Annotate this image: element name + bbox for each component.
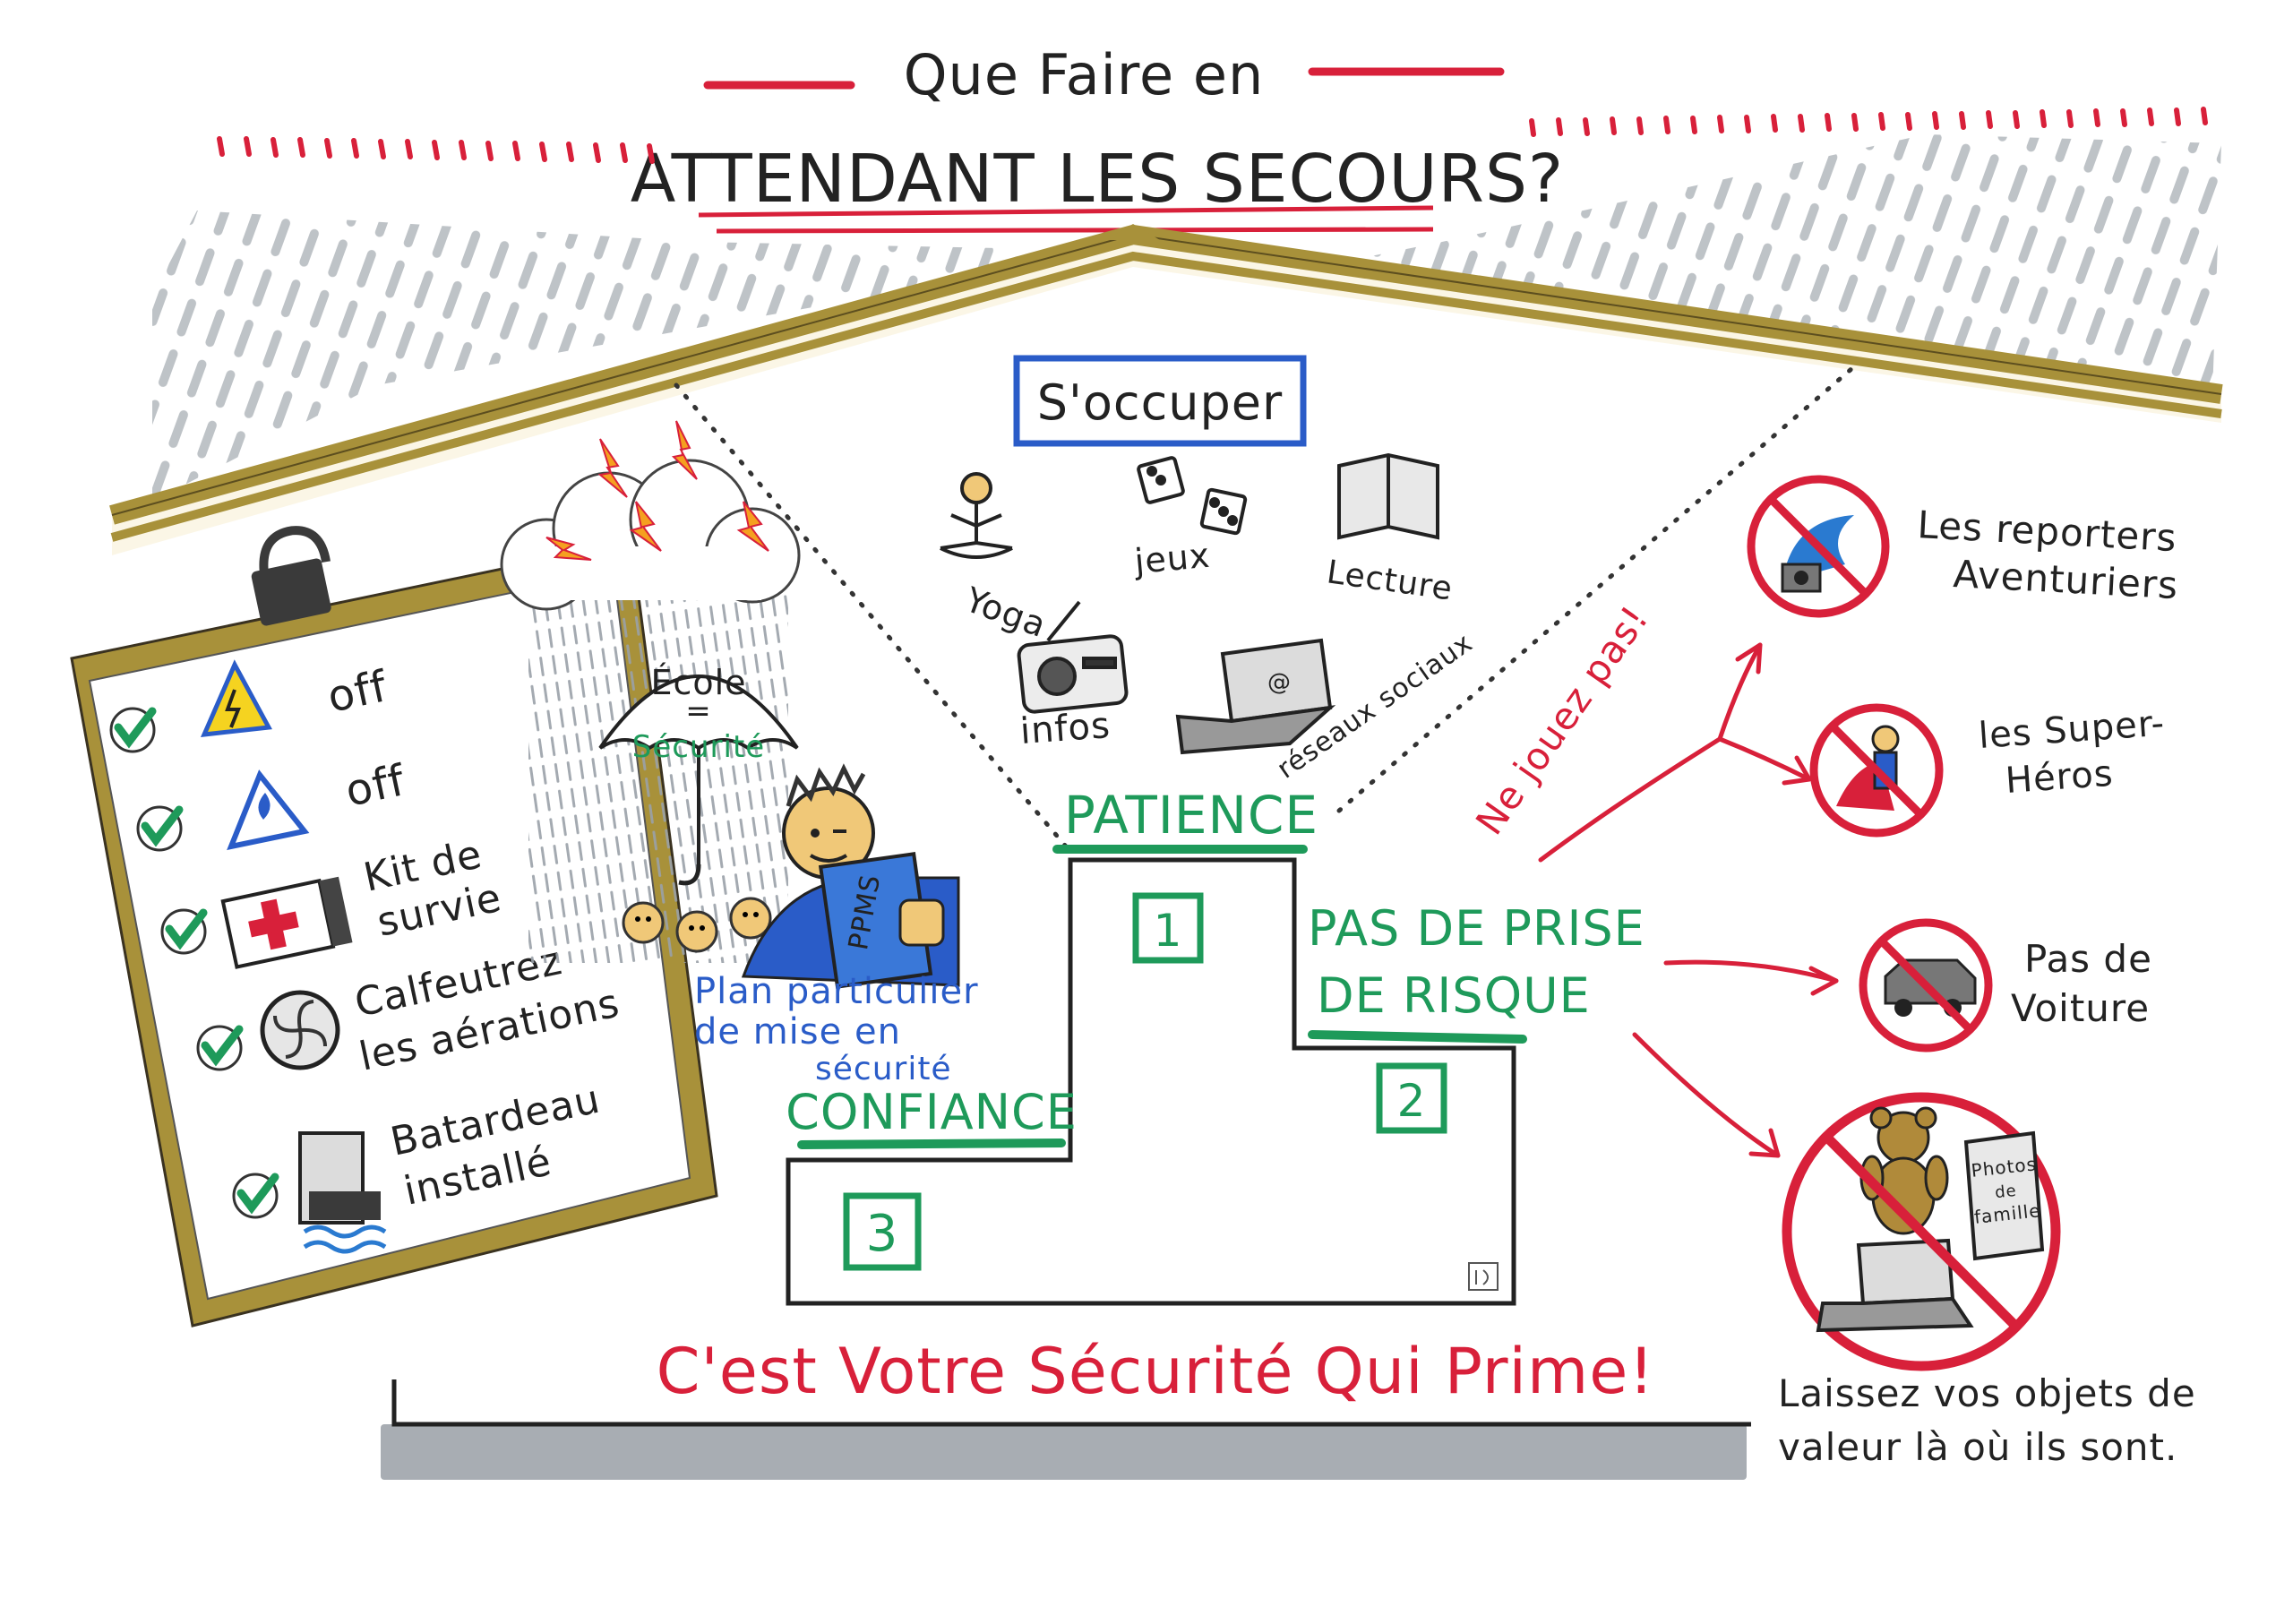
ppms-caption-line2: de mise en (694, 1011, 901, 1053)
superheroes-label-2: Héros (2004, 753, 2114, 802)
attention-cone-lines (674, 360, 1861, 849)
checklist-label-gas: off (341, 755, 409, 817)
checkmark-icon (236, 1173, 279, 1215)
occupy-heading: S'occuper (1037, 374, 1283, 431)
children-group (622, 897, 772, 953)
ppms-folder: PPMS (818, 852, 933, 989)
ventilation-fan-icon (260, 990, 340, 1070)
footer-slogan: C'est Votre Sécurité Qui Prime! (657, 1335, 1655, 1408)
podium-third-label: CONFIANCE (786, 1084, 1078, 1140)
occupy-section: S'occuper Yoga jeux Lecture i (940, 355, 1479, 786)
valuables-caption-1: Laissez vos objets de (1778, 1371, 2196, 1415)
arrow-to-car (1663, 959, 1839, 996)
radio-icon (1017, 600, 1129, 714)
title-line1: Que Faire en (904, 42, 1265, 107)
podium: PATIENCE 1 PAS DE PRISE DE RISQUE 2 CONF… (786, 785, 1645, 1306)
rain-left (152, 211, 1129, 502)
padlock-clip-icon (251, 526, 331, 626)
podium-first-label: PATIENCE (1064, 785, 1318, 846)
umbrella-text-eq: = (685, 693, 712, 729)
dont-play-heading: Ne jouez pas! (1467, 597, 1657, 843)
child-face-icon (675, 910, 718, 953)
car-forbidden-icon (1859, 918, 1993, 1053)
reporter-wave-forbidden-icon (1747, 475, 1890, 618)
dice-icon (1137, 456, 1248, 536)
child-face-icon (622, 901, 665, 944)
checkmark-icon (165, 908, 208, 950)
podium-second-label-2: DE RISQUE (1317, 967, 1591, 1024)
checkmark-icon (114, 707, 157, 749)
storm-cloud (500, 420, 801, 963)
superhero-forbidden-icon (1809, 703, 1944, 838)
umbrella-text-line1: École (650, 663, 746, 702)
podium-first-rank-box (1132, 892, 1204, 964)
footer: C'est Votre Sécurité Qui Prime! (381, 1335, 1751, 1480)
ground-shadow (381, 1424, 1747, 1480)
podium-third-rank: 3 (866, 1205, 899, 1263)
album-label-2: de (1994, 1181, 2018, 1202)
podium-second-rank-box (1376, 1062, 1447, 1134)
no-car-label-2: Voiture (2011, 986, 2150, 1030)
ppms-caption-line1: Plan particulier (694, 971, 979, 1012)
school-umbrella: École = Sécurité (598, 663, 799, 886)
podium-third-rank-box (843, 1192, 922, 1271)
valuables-caption-2: valeur là où ils sont. (1778, 1425, 2177, 1469)
title-line2: ATTENDANT LES SECOURS? (631, 141, 1564, 218)
artist-signature-icon (1468, 1262, 1499, 1291)
superheroes-label-1: les Super- (1977, 703, 2166, 757)
book-icon (1337, 452, 1439, 540)
child-face-icon (729, 897, 772, 940)
laptop-valuable-icon (1816, 1238, 1974, 1333)
no-car-label-1: Pas de (2024, 937, 2152, 981)
checklist-label-electricity: off (323, 661, 391, 723)
red-tick-row-left (217, 136, 655, 164)
yoga-person-icon (940, 472, 1013, 559)
teacher-figure: PPMS (741, 763, 960, 989)
svg-text:@: @ (1267, 669, 1291, 696)
checkmark-icon (201, 1025, 244, 1067)
activity-label-reading: Lecture (1325, 554, 1456, 607)
rain-right (1308, 134, 2221, 394)
photo-album-icon: Photos de famille (1963, 1130, 2045, 1261)
roof (109, 224, 2223, 555)
activity-label-yoga: Yoga (959, 580, 1052, 645)
title-group: Que Faire en ATTENDANT LES SECOURS? (217, 42, 2208, 234)
checklist-item-gas: off (136, 755, 409, 852)
podium-second-rank: 2 (1397, 1075, 1427, 1127)
reporters-label-2: Aventuriers (1952, 552, 2179, 607)
podium-second-label-1: PAS DE PRISE (1308, 900, 1645, 957)
occupy-heading-box (1013, 355, 1307, 447)
ground-line (391, 1379, 1751, 1427)
teddy-bear-icon (1859, 1106, 1949, 1235)
activity-label-news: infos (1018, 705, 1112, 752)
podium-first-rank: 1 (1154, 905, 1183, 957)
dont-play-section: Ne jouez pas! Les reporters Aventuriers … (1467, 475, 2179, 863)
valuables-forbidden-icon: Photos de famille (1782, 1092, 2061, 1371)
flood-barrier-icon (298, 1131, 387, 1254)
checklist-item-electricity: off (109, 659, 391, 753)
electricity-hazard-icon (200, 659, 272, 737)
lightning-bolt-icon (545, 420, 769, 561)
umbrella-text-line2: Sécurité (632, 729, 765, 765)
ppms-caption: Plan particulier de mise en sécurité (694, 971, 979, 1087)
ppms-caption-line3: sécurité (815, 1051, 952, 1087)
first-aid-kit-icon (220, 876, 353, 969)
activity-label-games: jeux (1132, 536, 1212, 581)
forked-arrow (1538, 642, 1812, 863)
arrow-to-valuables (1632, 1032, 1781, 1158)
red-tick-row-right (1529, 107, 2208, 137)
checkmark-icon (141, 805, 184, 847)
laptop-icon: @ (1175, 638, 1336, 755)
